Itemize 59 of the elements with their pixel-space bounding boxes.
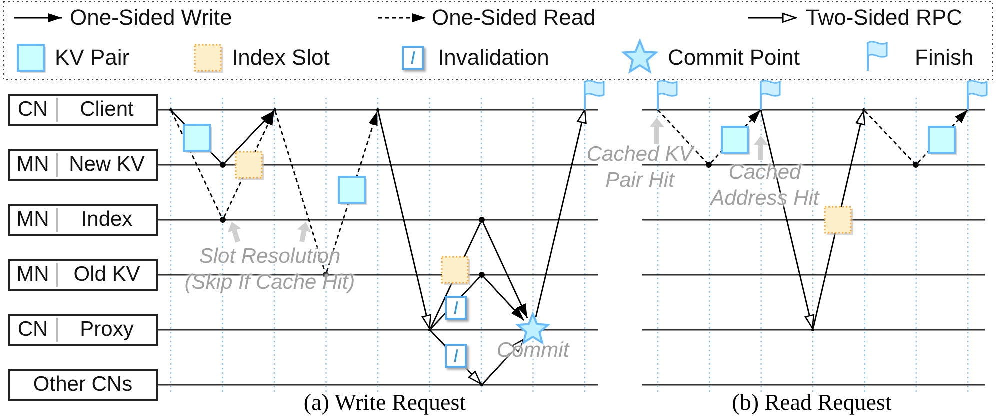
node-type-label: CN <box>10 318 58 342</box>
invalidation-tag: I <box>402 46 424 70</box>
event-dot <box>428 328 432 332</box>
event-dot <box>220 217 226 223</box>
invalidation-tag: I <box>445 344 467 368</box>
lane-name-label: Client <box>79 98 135 122</box>
subfigure-caption: (a) Write Request <box>302 390 468 416</box>
finish-flag-icon <box>967 80 988 110</box>
event-dot <box>812 328 814 332</box>
event-dot <box>220 162 226 168</box>
lane-name-label: Proxy <box>79 318 135 342</box>
node-type-label: MN <box>10 153 58 177</box>
legend-text: KV Pair <box>55 45 130 71</box>
node-type-label: MN <box>10 208 58 232</box>
event-dot <box>706 162 712 168</box>
lane-name-label: Index <box>80 208 134 232</box>
node-type-label: MN <box>10 263 58 287</box>
message-line <box>657 110 708 164</box>
event-dot <box>376 108 380 112</box>
subfigure-caption: (b) Read Request <box>731 390 893 416</box>
message-arrow <box>812 110 866 329</box>
lane-label-box <box>8 149 158 181</box>
lane-name-label: Other CNs <box>32 373 134 397</box>
invalidation-tag: I <box>445 296 467 320</box>
legend-text: Commit Point <box>668 45 800 71</box>
message-arrow <box>378 111 432 330</box>
legend-text: Finish <box>915 45 974 71</box>
legend-text: Two-Sided RPC <box>806 5 963 31</box>
node-type-label: CN <box>10 98 58 122</box>
annotation-text: Cached KV Pair Hit <box>586 142 696 194</box>
message-arrow <box>482 222 528 318</box>
message-arrow <box>535 109 587 318</box>
message-line <box>171 111 222 218</box>
event-dot <box>170 108 172 112</box>
lane-label-box <box>8 259 158 291</box>
event-dot <box>480 384 484 386</box>
lane-name-label: Old KV <box>72 263 142 287</box>
lane-label-box <box>8 204 158 236</box>
message-arrow <box>224 110 274 164</box>
event-dot <box>479 272 485 278</box>
message-arrow <box>430 330 482 385</box>
lane-name-label: New KV <box>68 153 146 177</box>
event-dot <box>479 217 485 223</box>
legend-text: One-Sided Write <box>70 5 232 31</box>
message-line <box>430 276 480 330</box>
event-dot <box>274 108 276 112</box>
event-dot <box>862 108 866 112</box>
legend-text: One-Sided Read <box>432 5 596 31</box>
lane-label-box <box>8 314 158 346</box>
lane-label-box <box>8 94 158 126</box>
legend-text: Index Slot <box>232 45 330 71</box>
message-arrow <box>484 276 525 321</box>
finish-flag-icon <box>760 80 781 110</box>
finish-flag-icon <box>657 80 678 110</box>
legend-text: Invalidation <box>438 45 550 71</box>
lane-label-box <box>8 369 158 401</box>
finish-flag-icon <box>584 80 605 110</box>
message-line <box>864 110 914 164</box>
event-dot <box>913 162 919 168</box>
